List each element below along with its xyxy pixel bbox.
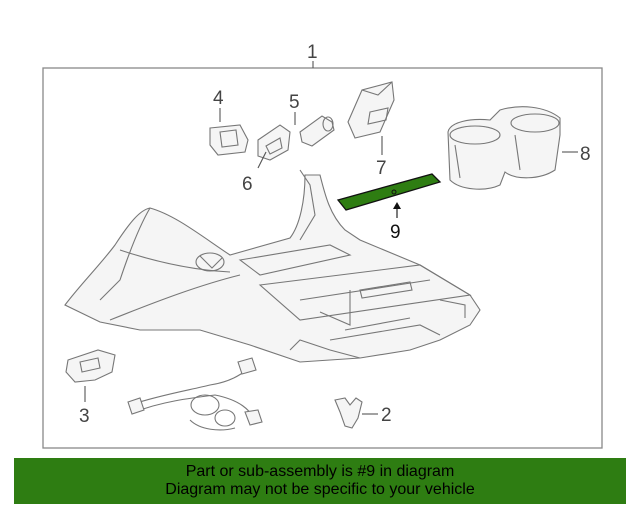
banner-line-disclaimer: Diagram may not be specific to your vehi… bbox=[165, 481, 475, 498]
wiring-harness bbox=[127, 357, 263, 431]
port-part-7: 7 bbox=[347, 81, 395, 179]
svg-text:2: 2 bbox=[381, 405, 392, 426]
clip-part-2: 2 bbox=[334, 397, 392, 429]
cup-holder-part-8: 8 bbox=[447, 106, 591, 190]
diagram-frame bbox=[42, 67, 603, 449]
svg-text:8: 8 bbox=[580, 144, 591, 165]
switch-part-4: 4 bbox=[209, 88, 249, 156]
banner-line-part-number: Part or sub-assembly is #9 in diagram bbox=[185, 463, 455, 480]
switch-part-3: 3 bbox=[65, 349, 116, 427]
svg-text:6: 6 bbox=[242, 174, 253, 195]
callout-1: 1 bbox=[307, 42, 318, 68]
highlighted-part-9: 9 bbox=[336, 173, 442, 243]
bracket-part-6: 6 bbox=[242, 124, 291, 195]
svg-text:7: 7 bbox=[376, 158, 387, 179]
socket-part-5: 5 bbox=[289, 92, 335, 147]
console-body-part bbox=[64, 169, 481, 363]
svg-text:3: 3 bbox=[79, 406, 90, 427]
svg-text:1: 1 bbox=[307, 42, 318, 63]
svg-text:5: 5 bbox=[289, 92, 300, 113]
svg-text:9: 9 bbox=[390, 222, 401, 243]
svg-text:4: 4 bbox=[213, 88, 224, 109]
info-banner: Part or sub-assembly is #9 in diagram Di… bbox=[14, 458, 626, 504]
